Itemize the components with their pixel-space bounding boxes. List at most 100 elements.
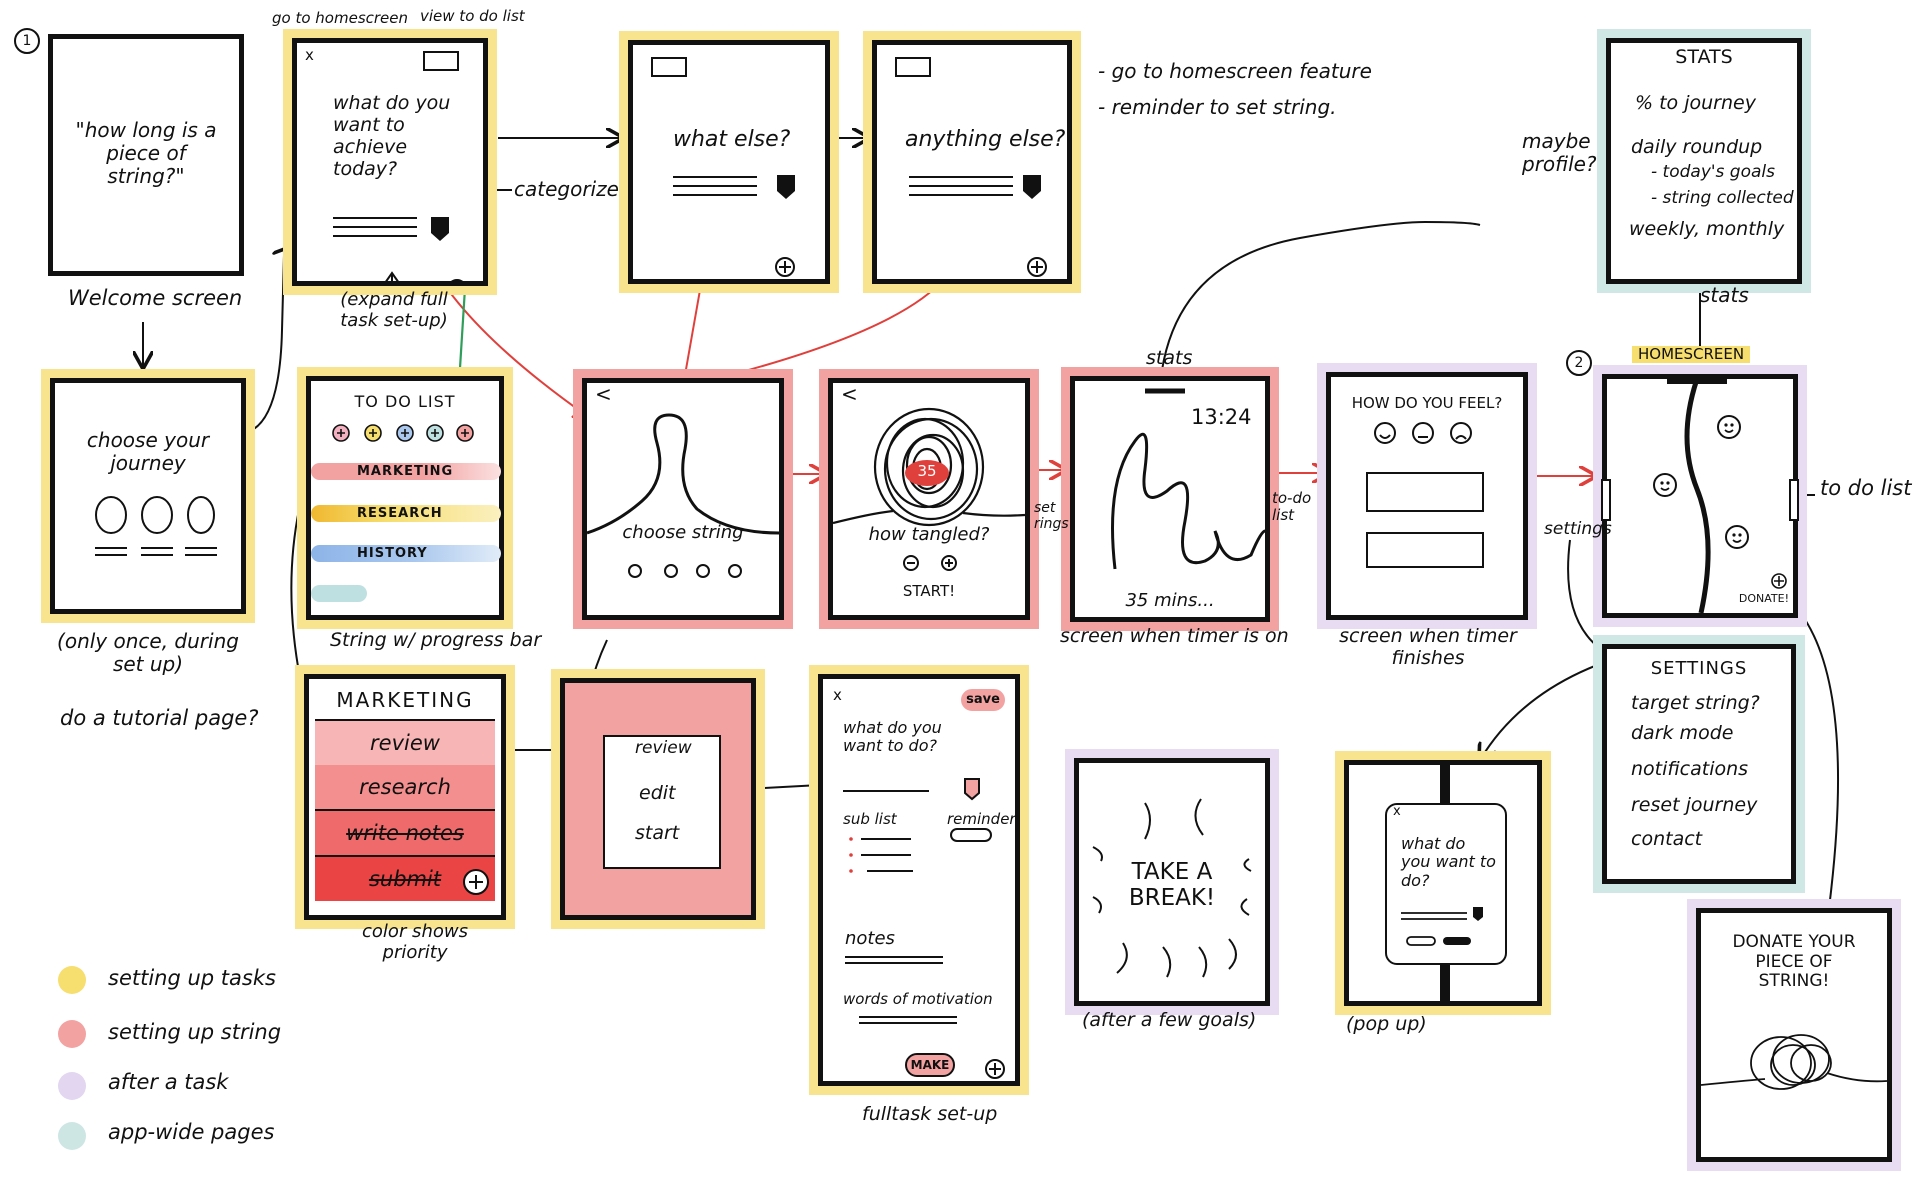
homescreen-string	[1653, 379, 1787, 613]
welcome-quote: "how long is a piece of string?"	[75, 118, 217, 188]
legend-swatch-red	[58, 1020, 86, 1048]
task-popup-screen[interactable]: review edit start	[560, 678, 756, 920]
donate-screen[interactable]: DONATE YOUR PIECE OF STRING!	[1696, 908, 1892, 1162]
homescreen-toggle-icon[interactable]	[895, 57, 931, 77]
todo-handle[interactable]	[1789, 479, 1799, 521]
feel-caption: screen when timer finishes	[1339, 625, 1517, 669]
category-tag-icon	[964, 778, 980, 801]
todo-title: TO DO LIST	[354, 392, 456, 411]
take-break-caption: (after a few goals)	[1082, 1009, 1257, 1031]
break-rays	[1092, 798, 1252, 978]
goal-face-icon-2	[1653, 473, 1677, 497]
settings-screen[interactable]: SETTINGS target string? dark mode notifi…	[1602, 644, 1796, 884]
how-do-you-feel-screen[interactable]: HOW DO YOU FEEL?	[1326, 372, 1528, 620]
choose-string-screen[interactable]: < choose string	[582, 378, 784, 620]
progress-bar-research[interactable]: RESEARCH	[311, 505, 501, 522]
achieve-text-lines	[333, 217, 465, 283]
setting-target-string[interactable]: target string?	[1631, 692, 1760, 714]
reminder-toggle	[950, 828, 992, 842]
homescreen-screen[interactable]: DONATE!	[1601, 374, 1799, 618]
choose-string-label: choose string	[622, 522, 744, 543]
homescreen-toggle-icon[interactable]	[423, 51, 459, 71]
progress-bar-history[interactable]: HISTORY	[311, 545, 501, 562]
journey-caption: (only once, during set up)	[57, 629, 239, 676]
how-tangled-screen[interactable]: < 35 how tangled? START!	[828, 378, 1030, 620]
line-whatelse-choose	[684, 289, 701, 376]
stats-line-4: - string collected	[1651, 188, 1794, 208]
achieve-question: what do you want to achieve today?	[333, 92, 451, 180]
progress-bar-extra[interactable]	[311, 585, 367, 602]
settings-handle[interactable]	[1601, 479, 1611, 521]
string-sketch	[587, 413, 779, 578]
stats-screen[interactable]: STATS % to journey daily roundup - today…	[1606, 38, 1802, 284]
achieve-caption: (expand full task set-up)	[340, 289, 448, 331]
popup-start[interactable]: start	[635, 822, 680, 844]
popup-close-icon[interactable]: x	[1393, 804, 1401, 819]
setting-notifications[interactable]: notifications	[1631, 758, 1749, 780]
setting-contact[interactable]: contact	[1631, 828, 1703, 850]
legend-after-a-task: after a task	[108, 1070, 229, 1094]
journey-option-1	[95, 496, 127, 534]
timer-remaining: 35 mins...	[1125, 590, 1215, 611]
add-icon[interactable]	[461, 867, 491, 897]
decrease-icon	[903, 555, 919, 571]
journey-options	[95, 496, 217, 556]
todo-list-screen[interactable]: TO DO LIST MARKETING RESEARCH HISTORY	[306, 376, 504, 620]
popup-review[interactable]: review	[635, 738, 692, 758]
save-button[interactable]: save	[961, 689, 1005, 711]
feel-sketch	[1366, 422, 1484, 568]
setting-reset-journey[interactable]: reset journey	[1631, 794, 1758, 816]
goal-face-icon-3	[1725, 525, 1749, 549]
marketing-screen[interactable]: MARKETING review research write notes su…	[304, 674, 506, 920]
note-go-homescreen: go to homescreen	[272, 9, 409, 27]
timer-screen[interactable]: 13:24 35 mins...	[1070, 376, 1270, 622]
achieve-close-icon[interactable]: x	[305, 46, 314, 64]
take-break-screen[interactable]: TAKE A BREAK!	[1074, 758, 1270, 1006]
line-anything-choose	[729, 277, 946, 376]
line-list-marketing	[290, 461, 313, 679]
homescreen-toggle-icon[interactable]	[651, 57, 687, 77]
back-icon[interactable]: <	[595, 382, 612, 406]
todo-category-icons	[332, 424, 474, 442]
task-review[interactable]: review	[315, 719, 495, 767]
donate-text: DONATE YOUR PIECE OF STRING!	[1732, 932, 1856, 992]
donate-string-sketch	[1701, 1034, 1887, 1090]
full-task-setup-screen[interactable]: x save what do you want to do? sub list …	[818, 674, 1020, 1086]
stats-title: STATS	[1675, 46, 1733, 68]
categorize-label: categorize	[514, 177, 619, 201]
sub-list-label: sub list	[843, 810, 897, 828]
popup-screen[interactable]: x what do you want to do?	[1344, 760, 1542, 1006]
choose-journey-screen[interactable]: choose your journey	[50, 378, 246, 614]
homescreen-settings-note: settings	[1544, 519, 1612, 539]
step-two-marker: 2	[1566, 350, 1592, 376]
what-else-screen[interactable]: what else?	[628, 40, 830, 284]
add-icon	[1771, 573, 1787, 589]
feel-input-2	[1366, 532, 1484, 568]
feature-note-1: - go to homescreen feature	[1098, 59, 1372, 83]
expand-arrow-icon	[384, 271, 400, 283]
setting-dark-mode[interactable]: dark mode	[1631, 722, 1734, 744]
stats-line-1: % to journey	[1635, 92, 1756, 114]
anything-else-screen[interactable]: anything else?	[872, 40, 1072, 284]
task-research[interactable]: research	[315, 765, 495, 811]
progress-bar-marketing[interactable]: MARKETING	[311, 463, 501, 480]
donate-link[interactable]: DONATE!	[1738, 592, 1789, 605]
achieve-today-screen[interactable]: x what do you want to achieve today?	[292, 38, 488, 286]
welcome-screen[interactable]: "how long is a piece of string?"	[48, 34, 244, 276]
task-write-notes[interactable]: write notes	[315, 811, 495, 857]
settings-title: SETTINGS	[1650, 658, 1748, 679]
journey-title: choose your journey	[86, 428, 210, 475]
what-else-text-lines	[673, 175, 795, 277]
stats-below-label: stats	[1700, 283, 1749, 307]
full-task-close-icon[interactable]: x	[833, 686, 842, 704]
legend-swatch-yellow	[58, 966, 86, 994]
popup-card-lines	[1401, 907, 1483, 946]
todo-caption: String w/ progress bar	[330, 629, 542, 651]
stats-line-5: weekly, monthly	[1629, 218, 1785, 240]
start-button[interactable]: START!	[902, 582, 956, 600]
stats-side-note: maybe profile?	[1522, 129, 1597, 176]
make-button[interactable]: MAKE	[905, 1053, 955, 1077]
back-icon[interactable]: <	[841, 382, 858, 406]
popup-edit[interactable]: edit	[639, 782, 676, 804]
